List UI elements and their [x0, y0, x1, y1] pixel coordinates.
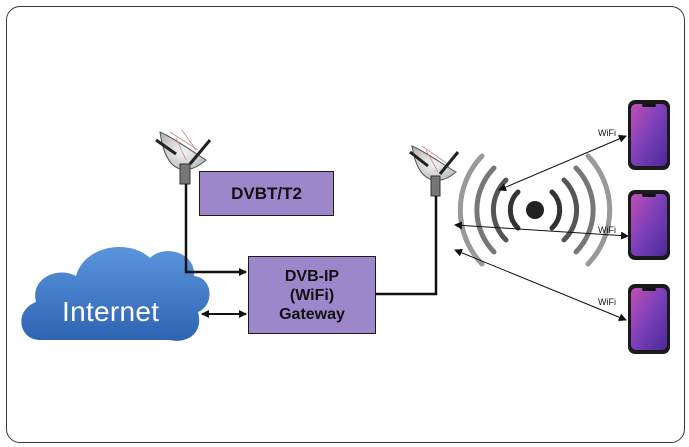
gateway-to-dish-line	[376, 196, 438, 296]
smartphone-icon	[628, 100, 670, 170]
gateway-label-line3: Gateway	[279, 305, 345, 323]
gateway-label-line2: (WiFi)	[289, 286, 335, 304]
gateway-box: DVB-IP (WiFi) Gateway	[248, 256, 376, 334]
wifi-label: WiFi	[598, 128, 616, 138]
dvbt-t2-label: DVBT/T2	[231, 183, 302, 203]
gateway-label-line1: DVB-IP	[284, 267, 340, 285]
wifi-arrows	[454, 135, 629, 322]
wifi-label: WiFi	[598, 225, 616, 235]
diagram-frame	[6, 6, 685, 443]
cloud-icon	[21, 246, 210, 341]
wifi-broadcast-icon	[457, 153, 613, 267]
wifi-label: WiFi	[598, 297, 616, 307]
satellite-dish-icon	[155, 129, 212, 185]
dish-to-gateway-line	[184, 184, 247, 276]
satellite-dish-icon	[409, 145, 460, 197]
smartphone-icon	[628, 190, 670, 260]
connector-lines	[184, 184, 438, 318]
internet-label: Internet	[62, 296, 160, 327]
dvbt-t2-box: DVBT/T2	[199, 171, 334, 216]
smartphone-icon	[628, 284, 670, 354]
